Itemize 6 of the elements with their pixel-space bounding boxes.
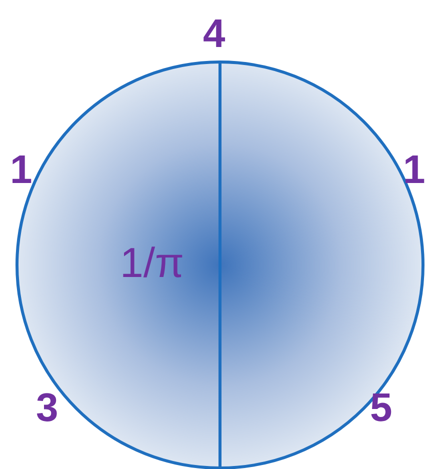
point-label: 3 <box>36 388 58 428</box>
point-label: 1 <box>10 150 32 190</box>
point-label: 1 <box>403 150 426 190</box>
point-label: 4 <box>203 14 226 54</box>
value-label: 1/π <box>120 242 184 284</box>
point-label: 5 <box>370 388 392 428</box>
